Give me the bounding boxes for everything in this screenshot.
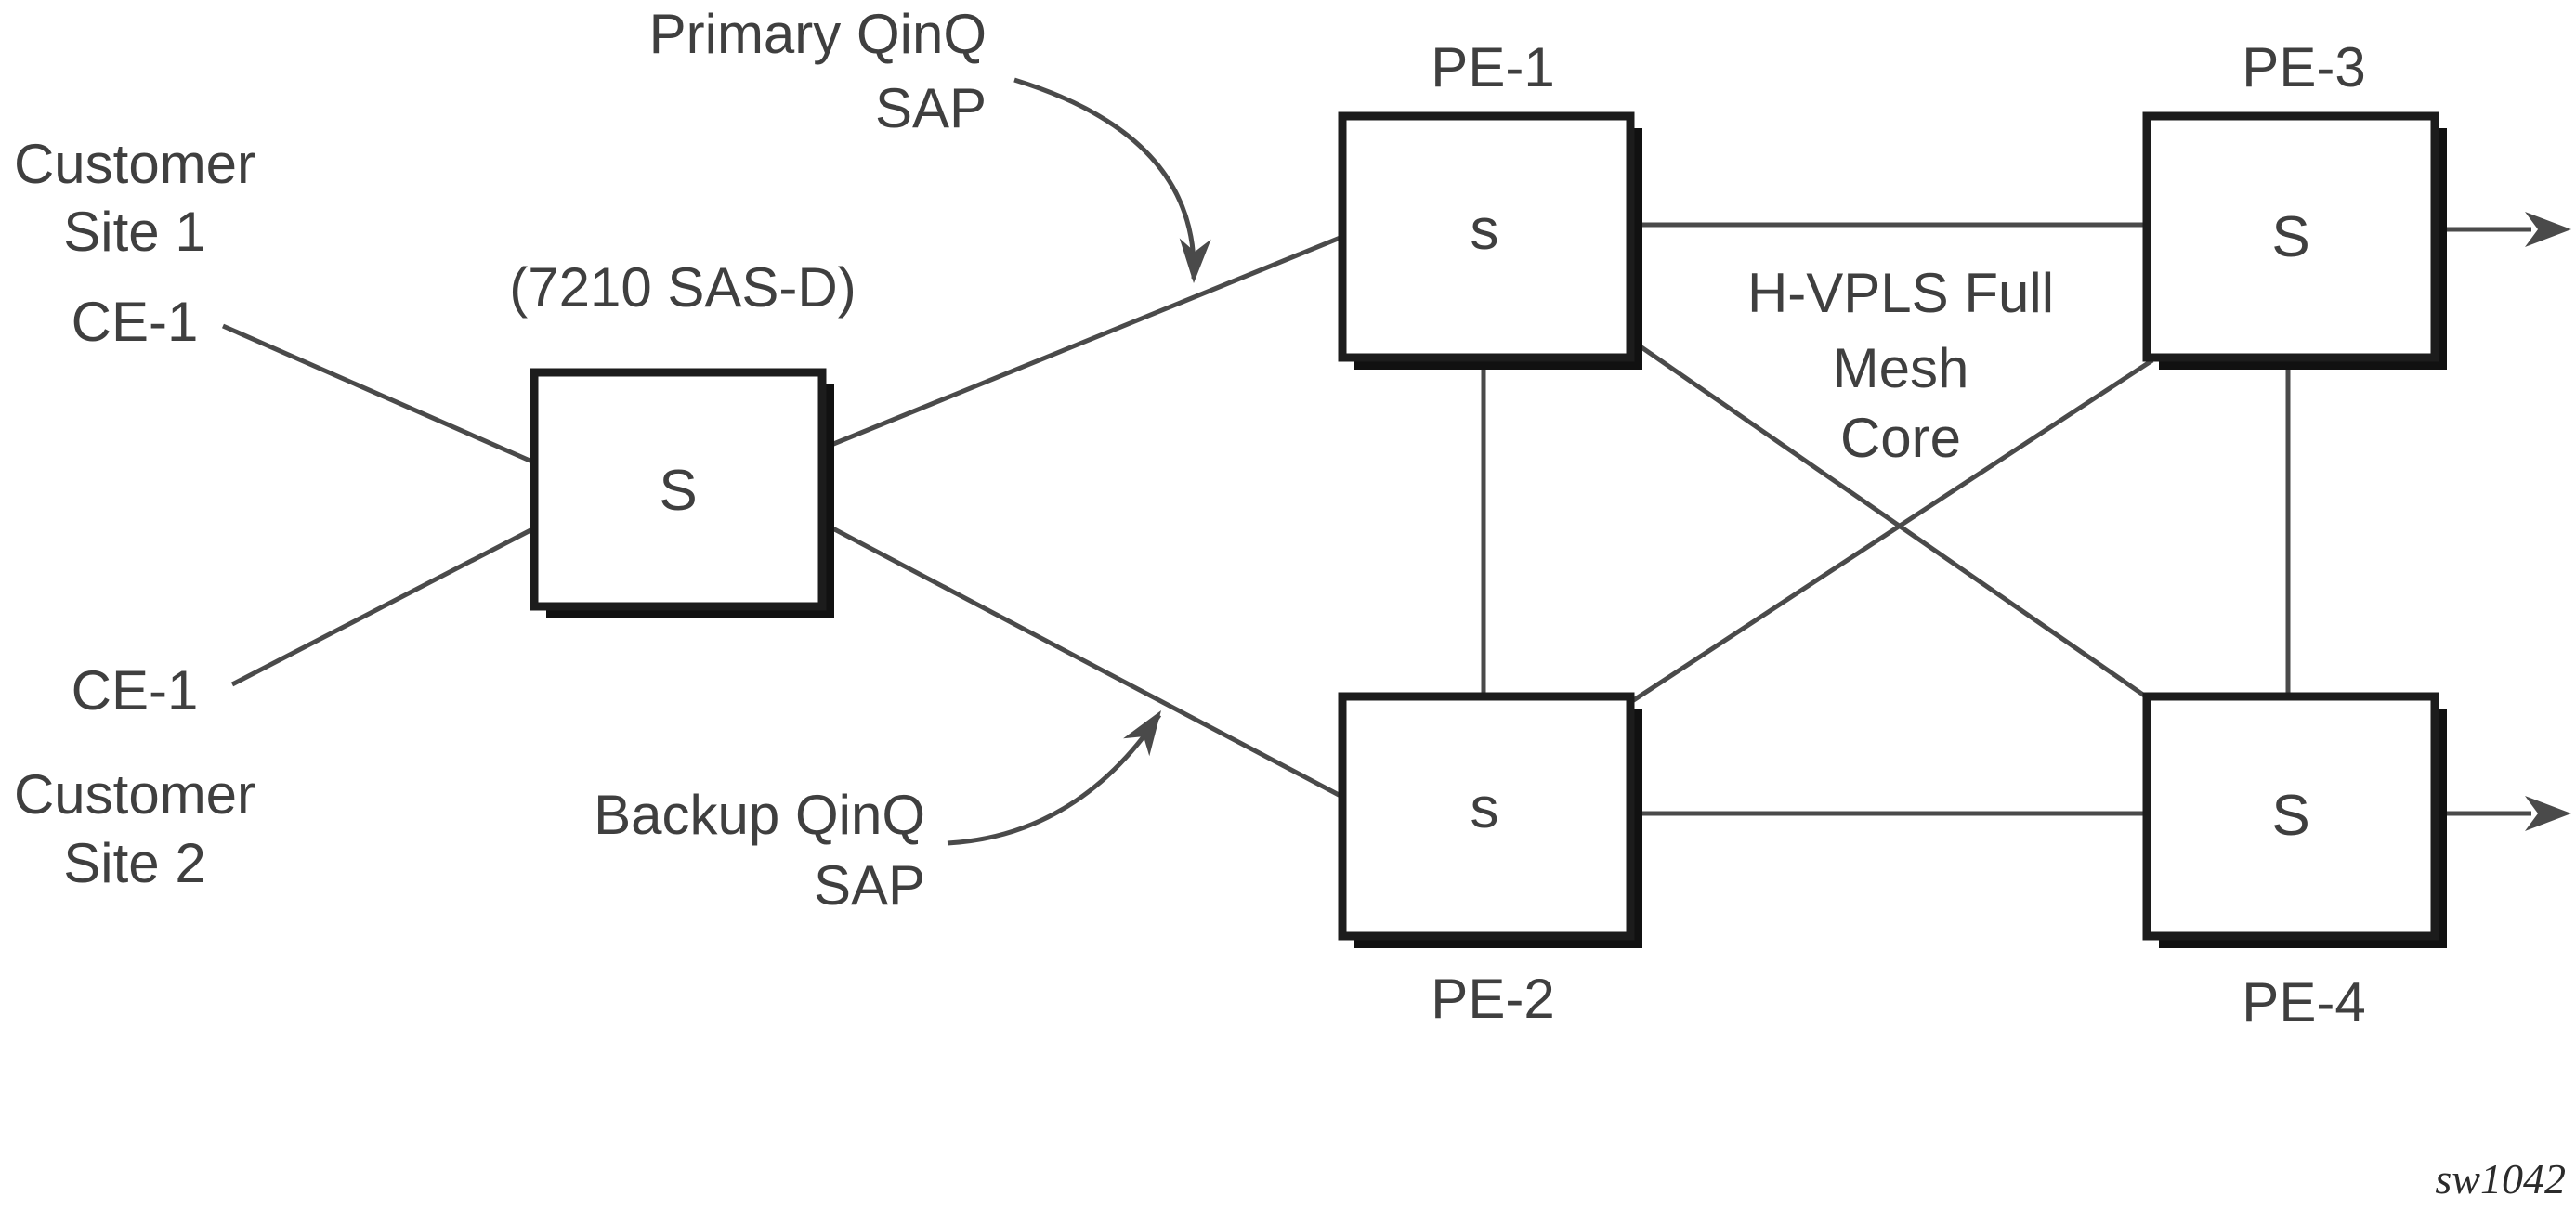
- node-box: [1338, 111, 1635, 362]
- primary-sap-line1: Primary QinQ: [649, 3, 987, 65]
- node-pe1: s: [1338, 111, 1642, 370]
- node-box: [1338, 692, 1635, 941]
- primary-sap-pointer-arrow: [1013, 77, 1211, 283]
- customer-site2-label: CE-1 Customer Site 2: [14, 659, 255, 894]
- link-ce1-site1-to-switch: [221, 323, 536, 465]
- ce1-site1-label: CE-1: [72, 291, 199, 353]
- primary-sap-arrow-curve: [1013, 77, 1196, 280]
- right-arrowhead-icon: [2525, 212, 2571, 247]
- pe2-title: PE-2: [1431, 968, 1554, 1030]
- link-ce1-site2-to-switch: [230, 526, 536, 687]
- pe4-egress-arrow: [2435, 796, 2571, 831]
- ce1-site2-label: CE-1: [72, 659, 199, 722]
- backup-sap-line2: SAP: [814, 854, 925, 917]
- node-box: [530, 368, 827, 611]
- node-box: [2142, 111, 2439, 362]
- customer-site2-line1: Customer: [14, 763, 255, 826]
- node-letter: s: [1471, 776, 1499, 840]
- link-pe2-pe3: [1630, 358, 2154, 704]
- node-pe2: s: [1338, 692, 1642, 948]
- link-switch-to-pe2-backup-sap: [820, 520, 1344, 800]
- hvpls-core-line3: Core: [1840, 407, 1961, 469]
- customer-site1-line2: Site 1: [63, 201, 205, 263]
- link-switch-to-pe1-primary-sap: [821, 234, 1343, 451]
- node-letter: S: [2271, 205, 2309, 269]
- figure-watermark: sw1042: [2435, 1155, 2566, 1203]
- node-pe4: S: [2142, 692, 2447, 948]
- pe3-title: PE-3: [2242, 36, 2365, 98]
- node-box: [2142, 692, 2439, 941]
- node-letter: S: [659, 459, 697, 523]
- customer-site2-line2: Site 2: [63, 832, 205, 894]
- primary-sap-line2: SAP: [875, 77, 987, 139]
- switch-model-label: (7210 SAS-D): [509, 256, 856, 319]
- customer-site1-line1: Customer: [14, 133, 255, 195]
- hvpls-core-line1: H-VPLS Full: [1747, 262, 2054, 324]
- backup-sap-line1: Backup QinQ: [594, 784, 925, 846]
- node-pe3: S: [2142, 111, 2447, 370]
- primary-qinq-sap-label: Primary QinQ SAP: [649, 3, 987, 139]
- pe1-title: PE-1: [1431, 36, 1554, 98]
- link-pe1-pe4: [1630, 338, 2154, 704]
- node-letter: S: [2271, 784, 2309, 848]
- hvpls-core-line2: Mesh: [1833, 337, 1969, 399]
- backup-qinq-sap-label: Backup QinQ SAP: [594, 784, 925, 917]
- pe3-egress-arrow: [2435, 212, 2571, 247]
- hvpls-core-label: H-VPLS Full Mesh Core: [1747, 262, 2054, 469]
- up-right-arrowhead-icon: [1123, 710, 1161, 757]
- customer-site1-label: Customer Site 1 CE-1: [14, 133, 255, 353]
- backup-sap-arrow-curve: [947, 713, 1162, 846]
- backup-sap-pointer-arrow: [947, 710, 1162, 846]
- node-switch-7210: S: [530, 368, 834, 618]
- down-arrowhead-icon: [1179, 238, 1211, 283]
- right-arrowhead-icon: [2525, 796, 2571, 831]
- pe4-title: PE-4: [2242, 971, 2365, 1034]
- node-letter: s: [1471, 198, 1499, 262]
